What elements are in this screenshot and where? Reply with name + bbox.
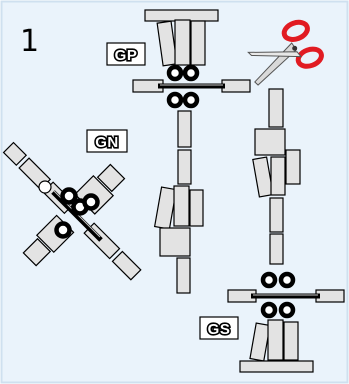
gs-roller-top-left [260, 271, 278, 289]
gp-stem-1 [177, 110, 192, 148]
gs-block-4 [285, 149, 301, 185]
gs-label: GS [199, 316, 239, 340]
gp-label: GP [106, 42, 146, 66]
gs-block-3 [270, 156, 286, 196]
gp-upper-block-1 [156, 20, 178, 67]
gn-clamp-bar [51, 190, 103, 242]
gn-roller-1 [60, 187, 78, 205]
gp-upper-block-3 [190, 20, 206, 66]
gs-stem-1 [268, 88, 284, 128]
panel-number: 1 [20, 24, 39, 59]
gp-lower-block-2 [173, 185, 190, 227]
gp-upper-block-2 [174, 19, 191, 66]
gp-lower-block-3 [189, 189, 204, 227]
gp-label-text: GP [115, 47, 138, 64]
gs-roller-bottom-left [260, 301, 278, 319]
gp-roller-bottom-right [182, 91, 200, 109]
gn-assembly [2, 141, 142, 281]
gn-roller-4 [82, 193, 100, 211]
gn-arm-ul-3 [2, 141, 28, 167]
gs-assembly [227, 88, 345, 373]
gs-roller-top-right [278, 271, 296, 289]
gs-roller-bottom-right [278, 301, 296, 319]
gs-right-arm [315, 289, 345, 303]
gn-block-ur-2 [96, 163, 126, 193]
gn-arm-lr-2 [111, 250, 142, 281]
gs-stem-2 [269, 197, 284, 233]
gn-block-ll-2 [22, 237, 52, 267]
gp-right-arm [221, 79, 251, 93]
gp-top-plate [144, 9, 219, 22]
gp-lower-block-4 [159, 227, 191, 257]
gs-label-text: GS [208, 321, 231, 338]
gn-roller-3 [54, 221, 72, 239]
gn-small-circle [38, 180, 52, 194]
gs-block-2 [252, 156, 274, 198]
gn-label-text: GN [95, 134, 119, 151]
gs-block-1 [254, 128, 286, 156]
gp-roller-top-left [166, 64, 184, 82]
scissors-icon [247, 19, 324, 86]
gs-bottom-plate [239, 360, 314, 373]
gs-lower-block-1 [249, 322, 271, 362]
gs-lower-block-2 [267, 319, 284, 361]
gs-stem-3 [269, 233, 284, 265]
gp-assembly [132, 9, 251, 294]
gp-roller-bottom-left [166, 91, 184, 109]
gs-lower-block-3 [283, 321, 299, 361]
gp-stem-3 [176, 257, 191, 294]
gp-roller-top-right [182, 64, 200, 82]
gp-stem-2 [177, 149, 192, 185]
gn-label: GN [86, 129, 128, 153]
